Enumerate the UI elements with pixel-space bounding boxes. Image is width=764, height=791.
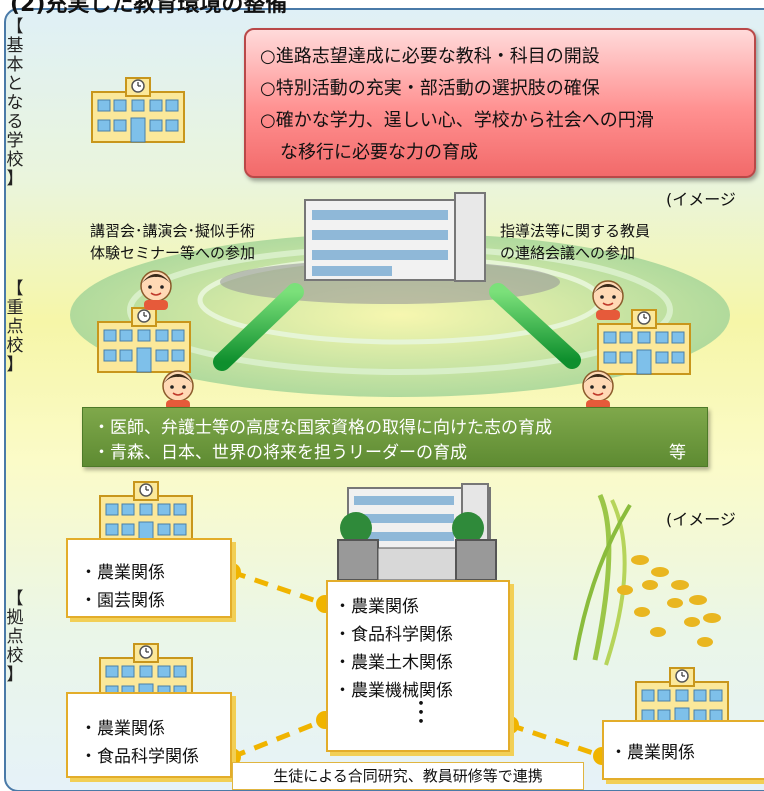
- school-box-a: ・農業関係 ・園芸関係: [66, 538, 232, 618]
- band-char: 点: [6, 317, 24, 337]
- band-char: る: [6, 112, 24, 132]
- field-item: ・農業関係: [610, 743, 695, 763]
- field-item: ・食品科学関係: [334, 625, 453, 645]
- field-item: ・食品科学関係: [80, 747, 199, 767]
- school-building-icon: [99, 481, 193, 547]
- student-icon: [582, 370, 614, 411]
- student-icon: [162, 370, 194, 411]
- meeting-line: の連絡会議への参加: [500, 244, 636, 262]
- meeting-label: 指導法等に関する教員 の連絡会議への参加: [500, 220, 650, 264]
- image-note: (イメージ: [666, 510, 736, 529]
- goals-box: ○進路志望達成に必要な教科・科目の開設 ○特別活動の充実・部活動の選択肢の確保 …: [244, 28, 756, 178]
- green-link-left: [213, 283, 304, 371]
- hub-school-box: ・農業関係 ・食品科学関係 ・農業土木関係 ・農業機械関係 ・・・: [326, 580, 510, 752]
- page-title: (2)充実した教育環境の整備: [10, 0, 288, 17]
- seminar-line: 体験セミナー等への参加: [90, 244, 256, 262]
- priority-goal-line: ・医師、弁護士等の高度な国家資格の取得に向けた志の育成: [93, 418, 552, 438]
- priority-goals-bar: ・医師、弁護士等の高度な国家資格の取得に向けた志の育成 ・青森、日本、世界の将来…: [82, 407, 708, 467]
- ellipsis-dots: ・・・: [412, 694, 430, 733]
- band-char: 】: [6, 355, 24, 375]
- field-item: ・農業土木関係: [334, 653, 453, 673]
- band-char: 学: [6, 131, 24, 151]
- school-box-b: ・農業関係 ・食品科学関係: [66, 692, 232, 778]
- school-building-icon: [91, 77, 185, 143]
- band-char: 】: [6, 169, 24, 189]
- band-char: 校: [6, 336, 24, 356]
- band-char: 点: [6, 627, 24, 647]
- collaboration-caption: 生徒による合同研究、教員研修等で連携: [232, 762, 584, 790]
- band-char: 】: [6, 665, 24, 685]
- band-hub-schools: 【 拠 点 校 】: [6, 590, 24, 685]
- image-note: (イメージ: [666, 190, 736, 209]
- goal-line: ○特別活動の充実・部活動の選択肢の確保: [260, 78, 600, 99]
- field-item: ・農業関係: [80, 563, 165, 583]
- student-icon: [592, 280, 624, 321]
- band-char: 本: [6, 55, 24, 75]
- priority-goal-tail: 等: [669, 443, 686, 463]
- band-char: と: [6, 74, 24, 94]
- orange-links: [231, 569, 603, 760]
- band-char: 拠: [6, 608, 24, 628]
- band-char: 【: [6, 279, 24, 299]
- green-link-right: [489, 283, 581, 369]
- seminar-line: 講習会･講演会･擬似手術: [90, 222, 256, 240]
- field-item: ・農業機械関係: [334, 681, 453, 701]
- priority-goal-line: ・青森、日本、世界の将来を担うリーダーの育成: [93, 443, 467, 463]
- band-priority-schools: 【 重 点 校 】: [6, 280, 24, 375]
- student-icon: [140, 270, 172, 311]
- band-char: 校: [6, 646, 24, 666]
- band-char: 【: [6, 17, 24, 37]
- band-char: 【: [6, 589, 24, 609]
- seminar-label: 講習会･講演会･擬似手術 体験セミナー等への参加: [90, 220, 255, 264]
- goal-line: ○進路志望達成に必要な教科・科目の開設: [260, 46, 600, 67]
- meeting-line: 指導法等に関する教員: [500, 222, 651, 240]
- field-item: ・農業関係: [80, 719, 165, 739]
- goal-line: ○確かな学力、逞しい心、学校から社会への円滑: [260, 110, 654, 131]
- band-char: 重: [6, 298, 24, 318]
- central-school-icon: [304, 192, 486, 282]
- rice-icon: [573, 493, 721, 666]
- band-char: 基: [6, 36, 24, 56]
- hub-school-icon: [337, 483, 497, 581]
- band-basic-schools: 【 基 本 と な る 学 校 】: [6, 18, 24, 189]
- band-char: 校: [6, 150, 24, 170]
- band-char: な: [6, 93, 24, 113]
- goal-line: な移行に必要な力の育成: [280, 142, 478, 163]
- field-item: ・農業関係: [334, 597, 419, 617]
- school-box-c: ・農業関係: [602, 720, 764, 780]
- field-item: ・園芸関係: [80, 591, 165, 611]
